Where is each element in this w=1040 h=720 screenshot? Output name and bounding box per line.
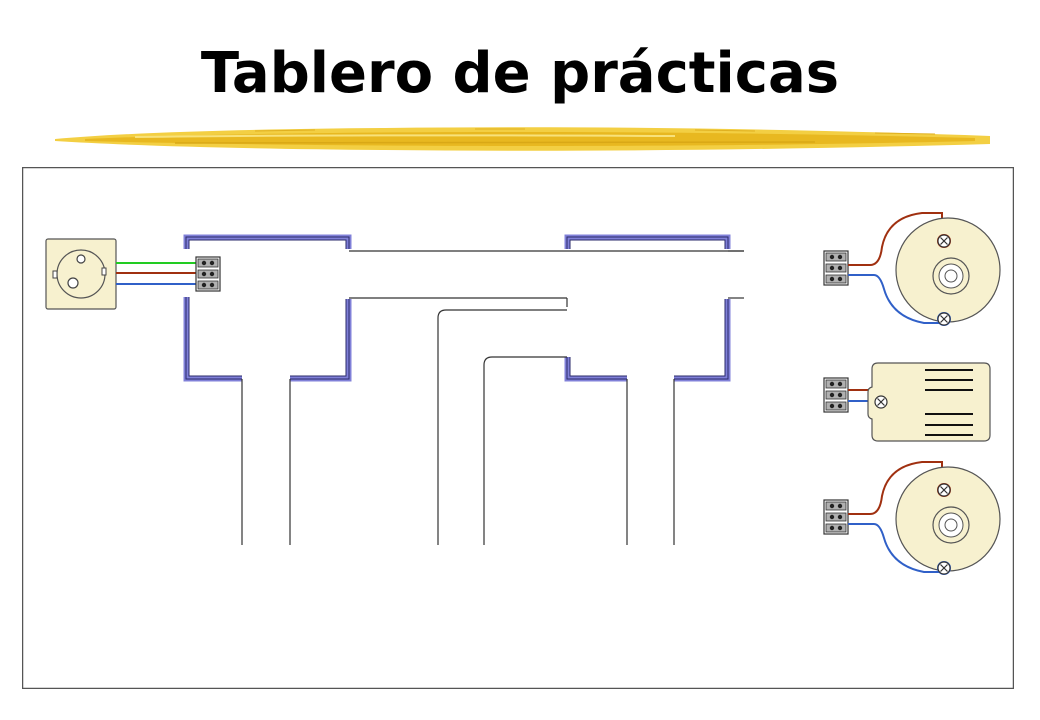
lamp-holder-icon [823,212,1001,326]
conduit-box-right [564,234,731,382]
socket-wires [116,262,196,285]
lamp-holder-icon [823,461,1001,575]
conduit-box-left [183,234,352,382]
socket-outlet-icon [45,238,117,310]
conduit-lines [241,250,744,545]
terminal-block-icon [195,256,221,292]
switch-icon [823,362,991,442]
practice-board [22,167,1014,689]
page-title: Tablero de prácticas [200,41,840,106]
title-underline-brush [55,127,990,151]
